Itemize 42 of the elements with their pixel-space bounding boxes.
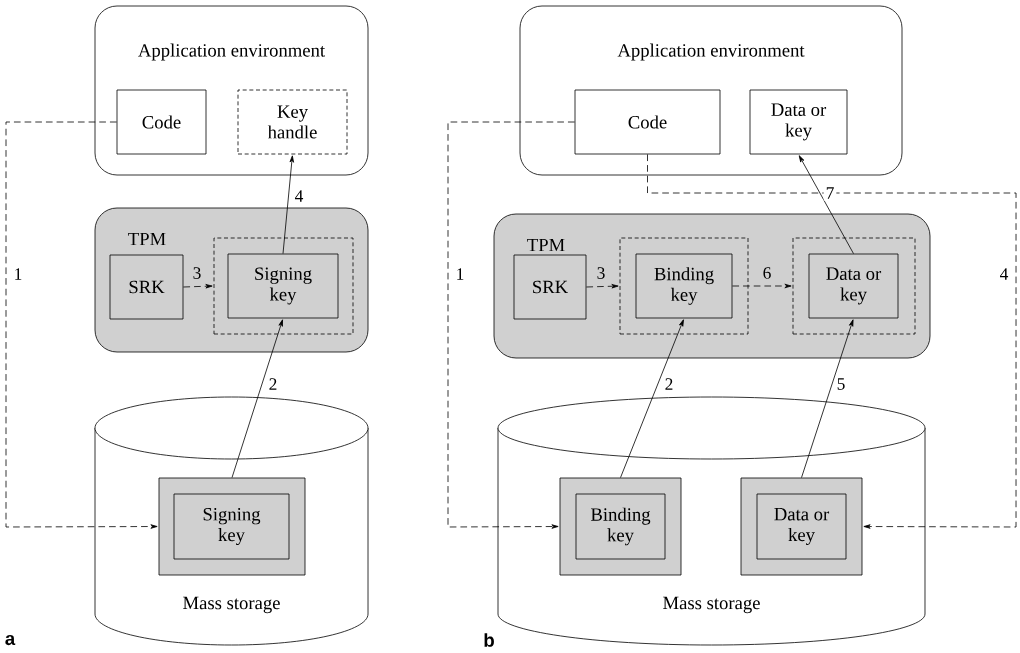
edge-label: 2 bbox=[665, 378, 673, 390]
key-box: Signing key bbox=[227, 253, 339, 319]
cylinder-label: Mass storage bbox=[663, 596, 760, 614]
arrow bbox=[732, 283, 792, 289]
arrow bbox=[586, 284, 619, 289]
arrow bbox=[620, 319, 684, 478]
edge-label: 6 bbox=[763, 267, 771, 279]
box-heading: TPM bbox=[128, 232, 166, 246]
key-box: SRK bbox=[109, 254, 184, 320]
edge-label: 3 bbox=[193, 267, 201, 279]
arrow bbox=[5, 121, 158, 529]
panel-letter: a bbox=[5, 634, 16, 646]
edge-label: 3 bbox=[597, 267, 605, 279]
arrow bbox=[231, 319, 283, 478]
data-box: Data or key bbox=[756, 493, 847, 560]
cylinder-label: Mass storage bbox=[183, 596, 280, 614]
arrow bbox=[282, 155, 294, 254]
edge-label: 5 bbox=[837, 378, 845, 390]
key-box: Binding key bbox=[575, 493, 666, 560]
key-box: Signing key bbox=[173, 493, 290, 560]
arrow bbox=[798, 155, 854, 254]
box-heading: TPM bbox=[527, 238, 565, 252]
arrow bbox=[647, 154, 1017, 529]
code-box: Code bbox=[574, 89, 721, 155]
arrow bbox=[447, 121, 575, 529]
key-box: Binding key bbox=[635, 253, 733, 319]
key-box: SRK bbox=[513, 254, 587, 320]
code-box: Code bbox=[116, 89, 207, 155]
edge-label: 1 bbox=[457, 268, 464, 280]
edge-label: 4 bbox=[1000, 268, 1009, 280]
edge-label: 2 bbox=[269, 378, 277, 390]
panel-letter: b bbox=[484, 633, 494, 647]
edge-label: 1 bbox=[15, 268, 22, 280]
edge-label: 4 bbox=[295, 190, 304, 202]
key-handle-box: Key handle bbox=[237, 89, 348, 155]
arrow bbox=[801, 319, 854, 478]
box-heading: Application environment bbox=[138, 43, 325, 61]
data-box: Data or key bbox=[749, 89, 848, 155]
box-heading: Application environment bbox=[617, 43, 805, 61]
arrow bbox=[183, 284, 213, 289]
edge-label: 7 bbox=[823, 185, 837, 201]
data-box: Data or key bbox=[808, 253, 899, 319]
